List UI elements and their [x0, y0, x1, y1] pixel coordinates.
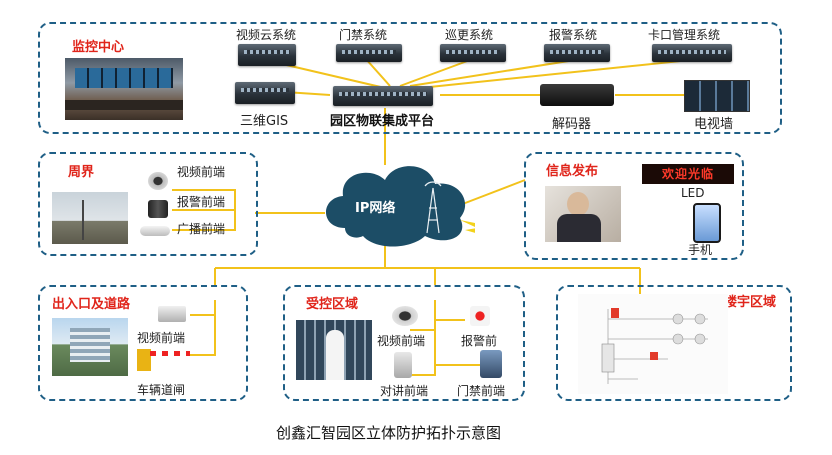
led-label: LED [681, 186, 705, 200]
system-label-access: 门禁系统 [339, 28, 388, 42]
system-label-alarm: 报警系统 [549, 28, 598, 42]
entrance-road-title: 出入口及道路 [52, 297, 131, 312]
controlled-area-title: 受控区域 [306, 297, 359, 312]
system-label-patrol: 巡更系统 [445, 28, 494, 42]
tv-wall-label: 电视墙 [694, 117, 734, 132]
info-release-zone [524, 152, 744, 260]
tv-wall-device [684, 80, 750, 112]
monitoring-center-title: 监控中心 [72, 40, 125, 55]
perimeter-item-video: 视频前端 [177, 165, 226, 179]
speaker-icon [140, 226, 170, 236]
controlled-intercom-label: 对讲前端 [380, 384, 429, 398]
alarm-server [544, 44, 610, 62]
decoder-device [540, 84, 614, 106]
building-wiring-diagram [578, 294, 728, 394]
platform-server [333, 86, 433, 106]
barrier-gate-icon [137, 349, 151, 371]
led-sign: 欢迎光临 [642, 164, 734, 184]
monitoring-center-zone [38, 22, 782, 134]
intercom-icon [394, 352, 412, 378]
ip-network-label: IP网络 [355, 201, 396, 216]
system-label-checkpoint: 卡口管理系统 [648, 28, 721, 42]
perimeter-photo [52, 192, 128, 244]
platform-label: 园区物联集成平台 [330, 114, 435, 129]
info-release-title: 信息发布 [546, 164, 599, 179]
ip-network-cloud [325, 166, 475, 247]
controlled-area-zone [283, 285, 525, 401]
info-release-photo [545, 186, 621, 242]
entrance-video-label: 视频前端 [137, 331, 186, 345]
phone-icon [693, 203, 721, 243]
bullet-camera-icon [158, 306, 186, 322]
alarm-detector-icon [148, 200, 168, 218]
decoder-label: 解码器 [552, 117, 592, 132]
alarm-button-icon [470, 306, 490, 326]
building-photo [52, 318, 128, 376]
dome-camera-icon [148, 172, 168, 190]
entrance-road-zone [38, 285, 248, 401]
server-room-photo [296, 320, 372, 380]
controlled-alarm-label: 报警前 [461, 334, 498, 348]
perimeter-zone [38, 152, 258, 256]
controlled-access-label: 门禁前端 [457, 384, 506, 398]
access-server [336, 44, 402, 62]
barrier-label: 车辆道闸 [137, 383, 186, 397]
perimeter-item-alarm: 报警前端 [177, 195, 226, 209]
building-area-zone [556, 285, 792, 401]
access-reader-icon [480, 350, 502, 378]
phone-label: 手机 [688, 243, 713, 257]
system-label-video-cloud: 视频云系统 [236, 28, 297, 42]
checkpoint-server [652, 44, 732, 62]
diagram-caption: 创鑫汇智园区立体防护拓扑示意图 [276, 424, 502, 442]
gis-label: 三维GIS [240, 114, 289, 129]
video-cloud-server [238, 44, 296, 66]
patrol-server [440, 44, 506, 62]
perimeter-item-broadcast: 广播前端 [177, 222, 226, 236]
control-room-photo [65, 58, 183, 120]
controlled-video-label: 视频前端 [377, 334, 426, 348]
gis-server [235, 82, 295, 104]
building-area-title: 楼宇区域 [724, 295, 777, 310]
perimeter-title: 周界 [68, 165, 95, 180]
dome-camera-icon-controlled [392, 306, 418, 326]
barrier-arm [150, 351, 190, 356]
